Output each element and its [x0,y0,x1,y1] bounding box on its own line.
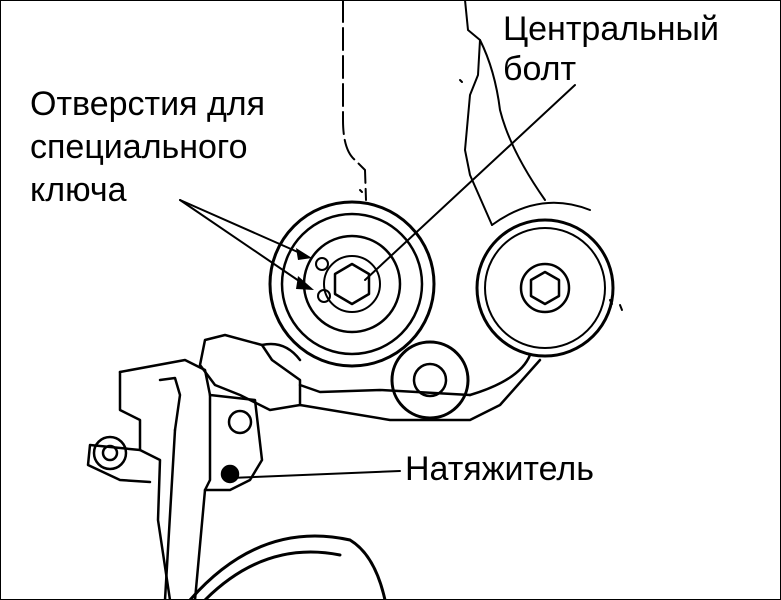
central-bolt-hex-icon [333,262,371,306]
wrench-hole-upper [315,257,329,271]
label-tensioner: Натяжитель [405,450,594,488]
label-central-bolt-line2: болт [503,50,576,88]
leader-hole-lower [179,199,303,284]
label-holes-line2: специального [30,128,248,166]
arrowhead-upper-icon [296,248,312,260]
wrench-hole-lower [317,289,331,303]
leader-hole-upper [179,199,301,254]
idler-pulley-right [475,218,615,358]
tensioner-arm [198,333,302,412]
belt-bracket-lines [298,353,542,422]
arrowhead-lower-icon [296,276,314,290]
label-holes-line3: ключа [30,171,127,209]
detail-marks [359,79,623,311]
tensioner-body [86,358,264,600]
leader-tensioner [229,470,401,479]
idler-pulley-small [390,340,470,420]
engine-housing-outline [342,0,591,226]
leader-central-bolt [364,84,576,281]
tensioner-pulley [268,200,436,368]
label-holes-line1: Отверстия для [30,85,265,123]
bottom-pulley [188,534,387,600]
leader-lines [179,84,576,479]
label-central-bolt-line1: Центральный [503,10,719,48]
